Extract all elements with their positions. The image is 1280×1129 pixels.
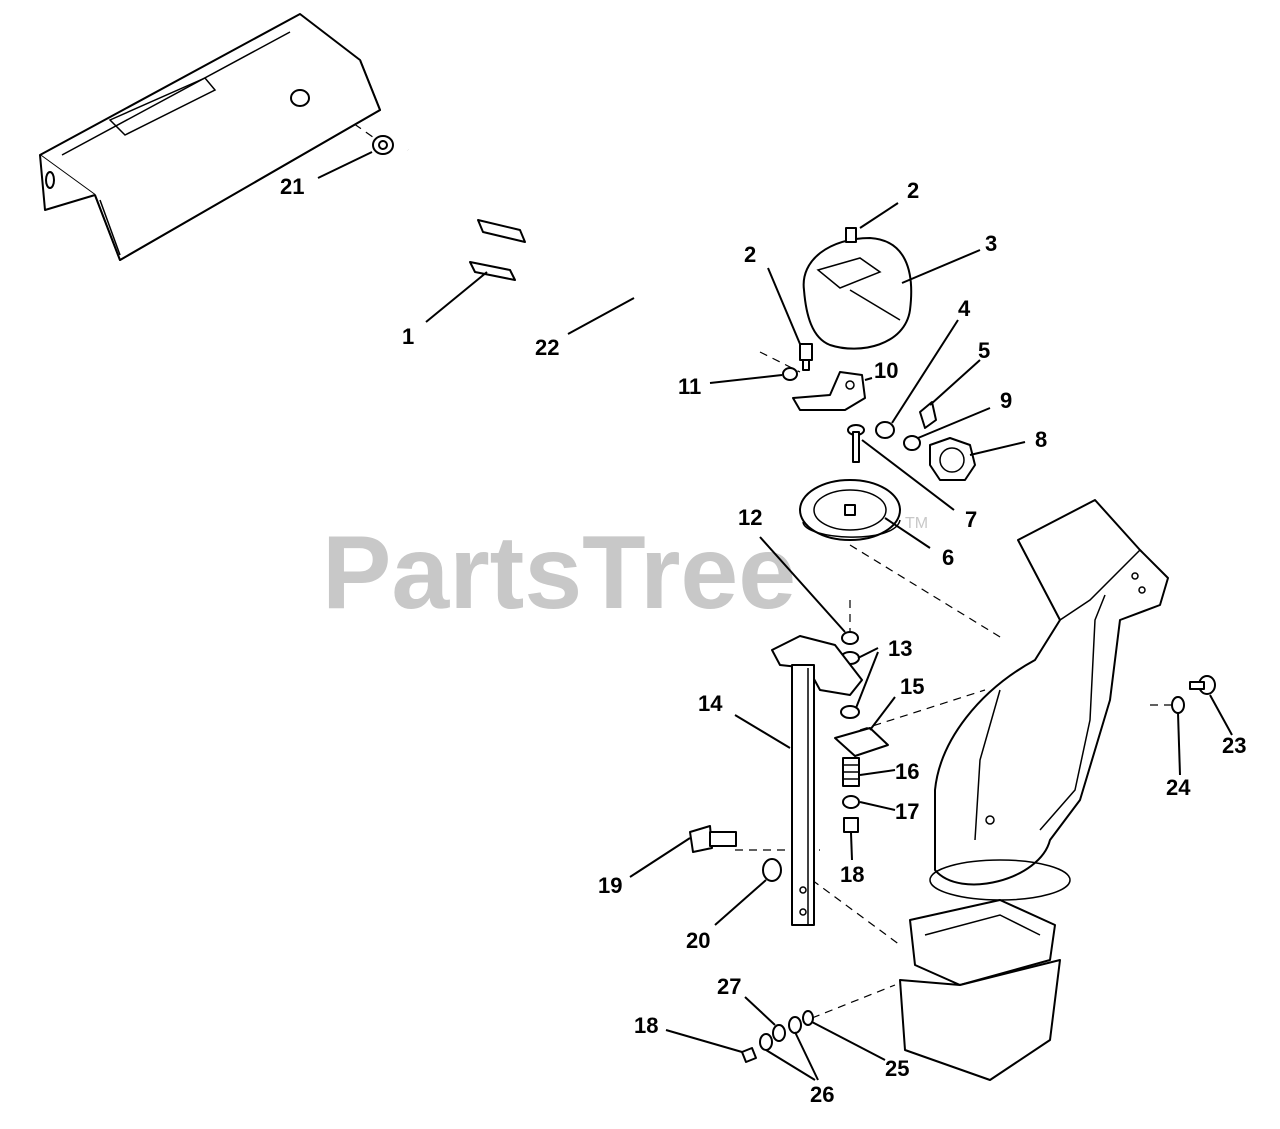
callout-13: 13	[888, 636, 912, 661]
control-panel-housing	[39, 13, 381, 261]
callout-2-top: 2	[907, 178, 919, 203]
callout-7: 7	[965, 507, 977, 532]
part-24-washer	[1171, 696, 1185, 714]
part-1-handle-grip	[469, 219, 526, 281]
part-12-nut	[841, 631, 859, 645]
callout-26: 26	[810, 1082, 834, 1107]
part-2-screw-top	[845, 227, 857, 243]
discharge-chute	[899, 499, 1169, 1081]
part-22-chute-rod	[406, 148, 762, 355]
callout-16: 16	[895, 759, 919, 784]
part-5-key	[919, 401, 937, 429]
part-18-nut-lower	[741, 1047, 757, 1063]
part-21-bushing	[372, 135, 394, 155]
callout-20: 20	[686, 928, 710, 953]
callout-12: 12	[738, 505, 762, 530]
callout-9: 9	[1000, 388, 1012, 413]
part-11-washer	[782, 367, 798, 381]
part-23-bolt	[1189, 675, 1216, 695]
part-18-nut-upper	[843, 817, 859, 833]
callout-5: 5	[978, 338, 990, 363]
callout-labels: 1 2 2 3 4 5 6 7 8 9 10 11 12 13 14 15 16…	[280, 174, 1246, 1107]
part-2-screw-side	[799, 343, 813, 371]
callout-2-side: 2	[744, 242, 756, 267]
callout-25: 25	[885, 1056, 909, 1081]
callout-3: 3	[985, 231, 997, 256]
part-10-bracket	[792, 371, 866, 411]
part-3-chute-cap	[802, 237, 913, 350]
part-15-plate	[834, 727, 889, 757]
part-7-bolt	[847, 424, 865, 463]
part-9-washer	[903, 435, 921, 451]
callout-11: 11	[678, 374, 701, 399]
callout-23: 23	[1222, 733, 1246, 758]
watermark-trademark: TM	[905, 515, 928, 532]
watermark-text: PartsTree	[322, 515, 796, 631]
part-16-spring	[842, 757, 860, 787]
callout-10: 10	[874, 358, 898, 383]
callout-17: 17	[895, 799, 919, 824]
part-8-pinion-gear	[929, 437, 976, 481]
callout-1: 1	[402, 324, 414, 349]
callout-14: 14	[698, 691, 723, 716]
callout-8: 8	[1035, 427, 1047, 452]
part-17-washer	[842, 795, 860, 809]
leader-lines	[317, 151, 1233, 1081]
part-27-spacer	[772, 1024, 786, 1042]
callout-15: 15	[900, 674, 924, 699]
part-25-washer	[802, 1010, 814, 1026]
callout-18-upper: 18	[840, 862, 864, 887]
part-6-ring-gear	[799, 479, 901, 541]
callout-27: 27	[717, 974, 741, 999]
part-19-bolt	[689, 825, 737, 853]
part-4-nut	[875, 421, 895, 439]
callout-22: 22	[535, 335, 559, 360]
callout-19: 19	[598, 873, 622, 898]
callout-21: 21	[280, 174, 304, 199]
callout-18-lower: 18	[634, 1013, 658, 1038]
part-20-washer	[762, 858, 782, 882]
callout-6: 6	[942, 545, 954, 570]
callout-24: 24	[1166, 775, 1191, 800]
callout-4: 4	[958, 296, 971, 321]
part-14-support-bracket	[771, 635, 863, 926]
